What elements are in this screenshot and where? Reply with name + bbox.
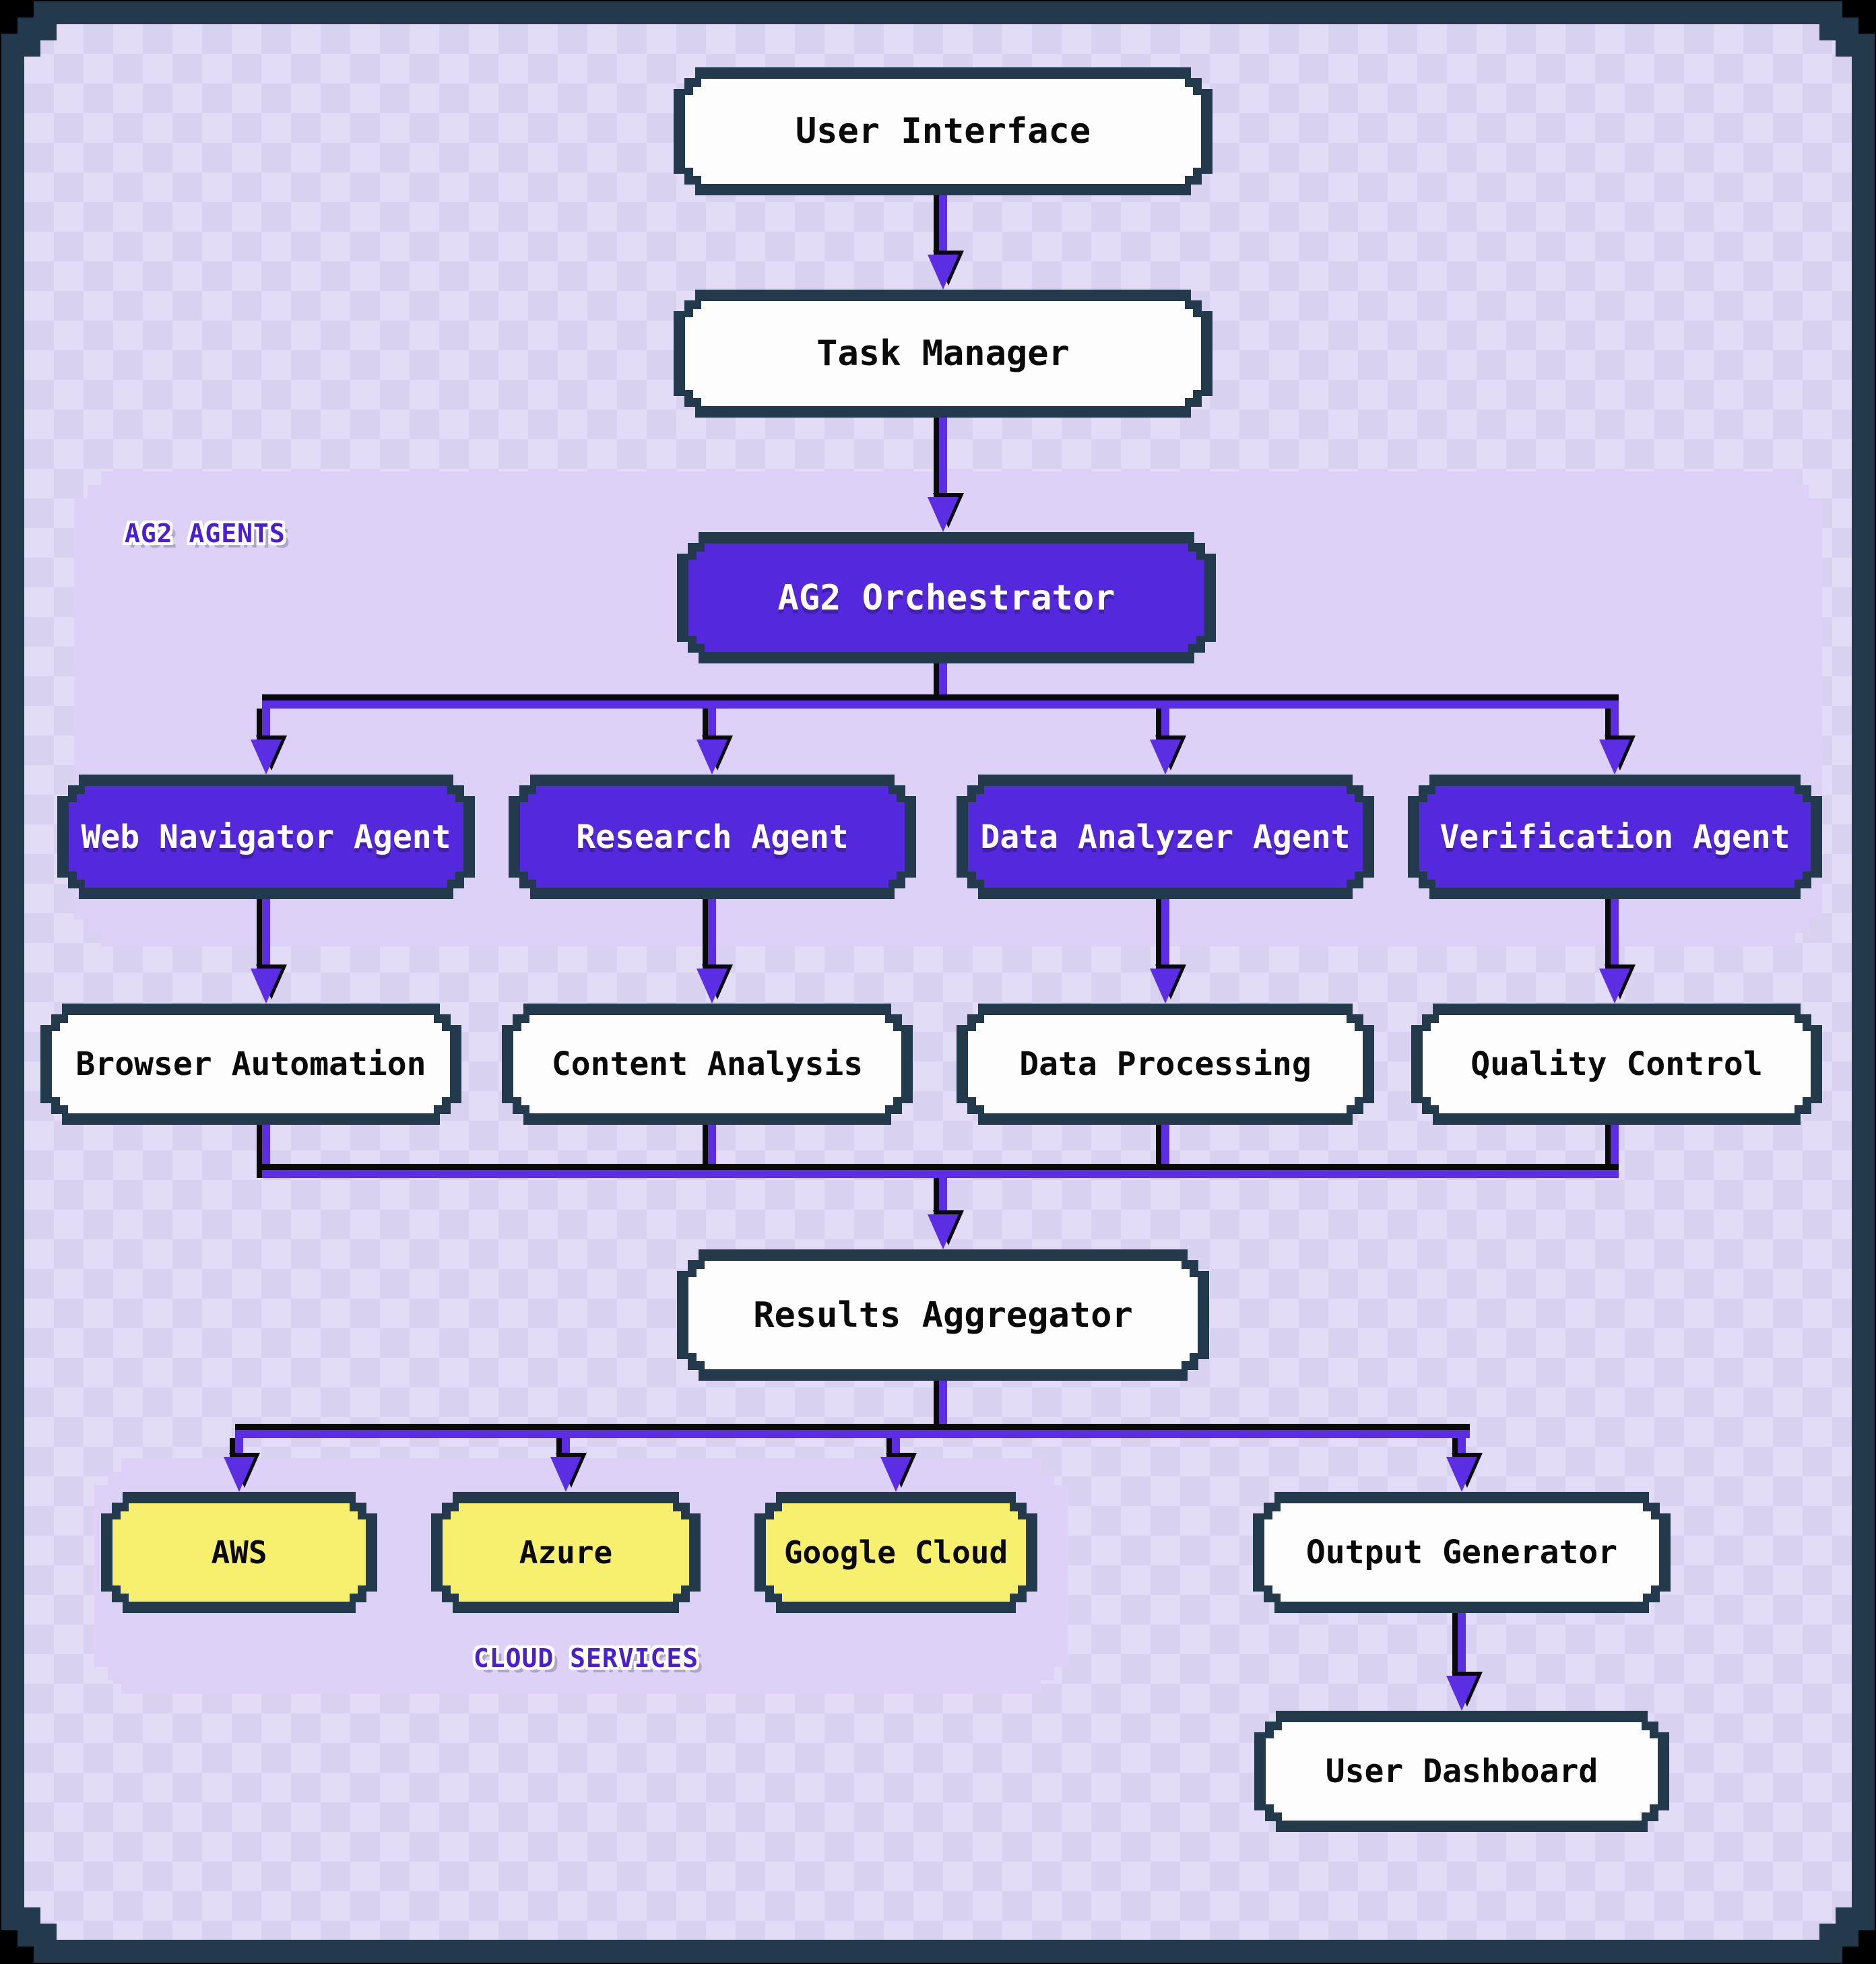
edge-merge-bus <box>262 1170 1619 1178</box>
node-label: AWS <box>211 1534 267 1571</box>
node-label: Quality Control <box>1470 1045 1763 1083</box>
edge-dataanalyzer-dataprocessing-line <box>1161 898 1169 969</box>
edge-userinterface-taskmanager-line <box>939 194 947 259</box>
edge-dataanalyzer-dataprocessing-arrowhead <box>1150 969 1181 1004</box>
edge-merge-resultsaggregator-arrowhead <box>928 1214 959 1249</box>
node-label: AG2 Orchestrator <box>777 577 1115 618</box>
edge-userinterface-taskmanager-arrowhead <box>928 255 959 290</box>
edge-results-aws-line <box>235 1438 243 1457</box>
node-browser-automation: Browser Automation <box>40 1004 461 1125</box>
edge-orchestrator-research-line <box>708 709 716 740</box>
node-border: Browser Automation <box>40 1004 461 1125</box>
node-border: User Dashboard <box>1254 1711 1669 1832</box>
node-label: Verification Agent <box>1440 818 1790 856</box>
node-label: Content Analysis <box>551 1045 864 1083</box>
edge-contentanalysis-merge-line <box>708 1123 716 1178</box>
node-research-agent: Research Agent <box>509 775 916 899</box>
edge-orchestrator-dataanalyzer-line <box>1161 709 1169 740</box>
node-border: Results Aggregator <box>677 1249 1209 1381</box>
edge-qualitycontrol-merge-line <box>1611 1123 1619 1178</box>
node-label: Output Generator <box>1305 1534 1618 1571</box>
node-web-navigator-agent: Web Navigator Agent <box>57 775 475 899</box>
node-border: Web Navigator Agent <box>57 775 475 899</box>
edge-orchestrator-dataanalyzer-arrowhead <box>1150 740 1181 775</box>
edge-results-aws-arrowhead <box>224 1457 255 1492</box>
edge-orchestrator-research-arrowhead <box>697 740 727 775</box>
node-task-manager: Task Manager <box>674 290 1212 418</box>
edge-orchestrator-verification-line <box>1611 709 1619 740</box>
edge-outputgenerator-userdashboard-arrowhead <box>1446 1676 1477 1711</box>
node-label: Research Agent <box>576 818 849 856</box>
node-border: Data Analyzer Agent <box>957 775 1374 899</box>
edge-research-contentanalysis-line <box>708 898 716 969</box>
edge-orchestrator-webnavigator-line <box>262 709 270 740</box>
node-border: Azure <box>431 1492 701 1613</box>
node-border: User Interface <box>674 67 1212 195</box>
node-verification-agent: Verification Agent <box>1408 775 1822 899</box>
edge-results-googlecloud-arrowhead <box>880 1457 911 1492</box>
edge-dataprocessing-merge-line <box>1161 1123 1169 1178</box>
edge-webnavigator-browserautomation-arrowhead <box>251 969 282 1004</box>
group-label-ag2-agents: AG2 AGENTS <box>125 519 286 548</box>
node-label: Azure <box>519 1534 613 1571</box>
edge-orchestrator-fanout-bus <box>262 700 1619 709</box>
node-label: Task Manager <box>816 333 1070 374</box>
node-label: Google Cloud <box>783 1534 1008 1571</box>
node-border: AWS <box>101 1492 377 1613</box>
edge-results-outputgenerator-arrowhead <box>1446 1457 1477 1492</box>
edge-results-azure-arrowhead <box>550 1457 581 1492</box>
node-user-dashboard: User Dashboard <box>1254 1711 1669 1832</box>
node-border: Content Analysis <box>502 1004 913 1125</box>
node-border: Output Generator <box>1253 1492 1671 1613</box>
node-google-cloud: Google Cloud <box>754 1492 1037 1613</box>
node-azure: Azure <box>431 1492 701 1613</box>
edge-outputgenerator-userdashboard-line <box>1458 1612 1466 1676</box>
node-content-analysis: Content Analysis <box>502 1004 913 1125</box>
node-border: Google Cloud <box>754 1492 1037 1613</box>
edge-results-azure-line <box>562 1438 570 1457</box>
group-label-cloud-services: CLOUD SERVICES <box>473 1643 699 1673</box>
node-label: Browser Automation <box>75 1045 426 1083</box>
node-border: Data Processing <box>957 1004 1374 1125</box>
edge-webnavigator-browserautomation-line <box>262 898 270 969</box>
node-aws: AWS <box>101 1492 377 1613</box>
node-border: Research Agent <box>509 775 916 899</box>
node-user-interface: User Interface <box>674 67 1212 195</box>
edge-research-contentanalysis-arrowhead <box>697 969 727 1004</box>
node-border: Task Manager <box>674 290 1212 418</box>
edge-orchestrator-verification-arrowhead <box>1599 740 1630 775</box>
edge-browserautomation-merge-line <box>262 1123 270 1178</box>
node-label: Data Analyzer Agent <box>980 818 1351 856</box>
edge-verification-qualitycontrol-line <box>1611 898 1619 969</box>
node-data-processing: Data Processing <box>957 1004 1374 1125</box>
node-data-analyzer-agent: Data Analyzer Agent <box>957 775 1374 899</box>
node-label: User Dashboard <box>1325 1753 1598 1790</box>
edge-taskmanager-orchestrator-line <box>939 416 947 501</box>
edge-merge-resultsaggregator-line <box>939 1178 947 1214</box>
edge-results-googlecloud-line <box>892 1438 900 1457</box>
node-ag2-orchestrator: AG2 Orchestrator <box>677 532 1216 663</box>
edge-resultsaggregator-stem <box>939 1379 947 1438</box>
node-results-aggregator: Results Aggregator <box>677 1249 1209 1381</box>
edge-taskmanager-orchestrator-arrowhead <box>928 497 959 532</box>
node-label: Data Processing <box>1019 1045 1312 1083</box>
node-label: User Interface <box>795 111 1091 152</box>
edge-results-outputgenerator-line <box>1458 1438 1466 1457</box>
edge-results-fanout-bus <box>235 1430 1470 1438</box>
edge-verification-qualitycontrol-arrowhead <box>1599 969 1630 1004</box>
node-quality-control: Quality Control <box>1411 1004 1822 1125</box>
node-label: Web Navigator Agent <box>81 818 451 856</box>
node-label: Results Aggregator <box>753 1295 1133 1336</box>
node-border: AG2 Orchestrator <box>677 532 1216 663</box>
edge-orchestrator-stem <box>939 662 947 709</box>
edge-orchestrator-webnavigator-arrowhead <box>251 740 282 775</box>
node-border: Verification Agent <box>1408 775 1822 899</box>
node-output-generator: Output Generator <box>1253 1492 1671 1613</box>
node-border: Quality Control <box>1411 1004 1822 1125</box>
